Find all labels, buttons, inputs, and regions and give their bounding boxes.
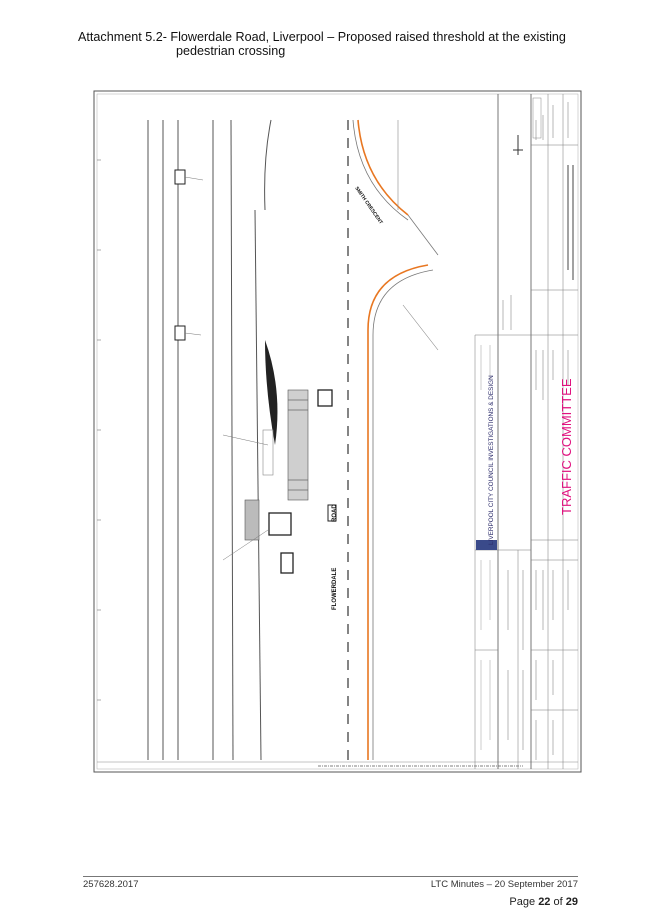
hatched-wedge: [265, 340, 278, 445]
council-block: [497, 94, 542, 769]
road-label-flowerdale: FLOWERDALE: [332, 568, 338, 610]
road-label-road: ROAD: [332, 504, 338, 522]
north-arrow: [513, 135, 523, 155]
council-banner: LIVERPOOL CITY COUNCIL INVESTIGATIONS & …: [488, 375, 495, 545]
hatched-box: [244, 499, 260, 541]
minutes-title: LTC Minutes – 20 September 2017: [430, 879, 578, 890]
page-number: Page 22 of 29: [509, 896, 578, 908]
page-total: 29: [565, 896, 578, 908]
attachment-heading: Attachment 5.2- Flowerdale Road, Liverpo…: [78, 30, 578, 58]
footer-rule: [83, 876, 578, 877]
road-edges: [147, 119, 272, 761]
kerb-lines: [352, 119, 439, 760]
drawing-border: [93, 90, 582, 773]
traffic-committee-stamp: TRAFFIC COMMITTEE: [559, 378, 574, 515]
drawing-canvas: FLOWERDALE ROAD SMITH CRESCENT LIVERPOOL CI…: [93, 90, 582, 773]
revision-block: [474, 334, 498, 769]
raised-threshold: [262, 389, 309, 501]
page-of: of: [553, 896, 563, 908]
engineering-drawing: FLOWERDALE ROAD SMITH CRESCENT LIVERPOOL CI…: [93, 90, 582, 773]
side-street-label: SMITH CRESCENT: [353, 186, 383, 226]
page-prefix: Page: [509, 896, 536, 908]
doc-reference: 257628.2017: [83, 879, 139, 890]
heading-line-2: pedestrian crossing: [176, 44, 286, 58]
signs: [174, 169, 337, 574]
page-current: 22: [538, 896, 551, 908]
heading-line-1: Attachment 5.2- Flowerdale Road, Liverpo…: [78, 30, 566, 44]
title-block: [530, 94, 578, 769]
council-logo: [476, 540, 497, 550]
